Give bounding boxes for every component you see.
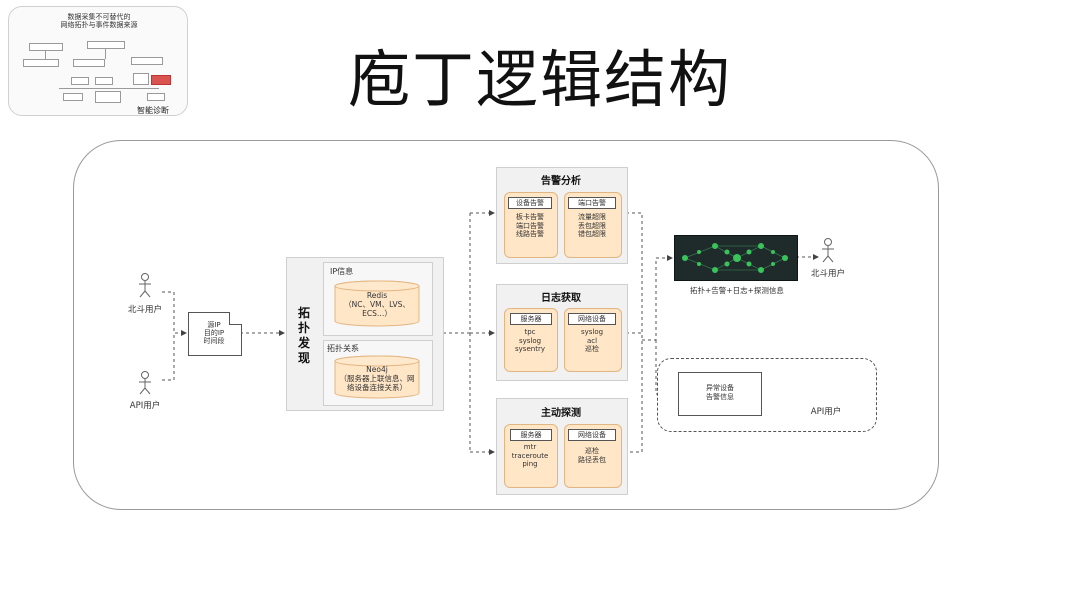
thumb-box bbox=[133, 73, 149, 85]
doc-fold bbox=[229, 312, 242, 325]
user-bottom-label: API用户 bbox=[129, 401, 161, 411]
thumb-box bbox=[95, 91, 121, 103]
anomaly-doc-text: 异常设备 告警信息 bbox=[706, 384, 734, 401]
slide-title: 庖丁逻辑结构 bbox=[347, 43, 732, 116]
probe-tag-server: 服务器 bbox=[510, 429, 552, 441]
log-text-server: tpc syslog sysentry bbox=[515, 328, 545, 353]
alarm-text-device: 板卡告警 端口告警 线路告警 bbox=[516, 213, 544, 238]
probe-tag-network: 网络设备 bbox=[568, 429, 616, 441]
topology-screenshot bbox=[674, 235, 798, 281]
thumb-line bbox=[105, 49, 106, 59]
thumb-box bbox=[95, 77, 113, 85]
ip-info-title: IP信息 bbox=[330, 267, 354, 276]
query-input-text: 源IP 目的IP 时间段 bbox=[203, 321, 225, 345]
thumb-box bbox=[63, 93, 83, 101]
alarm-tag-device: 设备告警 bbox=[508, 197, 552, 209]
thumb-line bbox=[45, 51, 46, 59]
from-alarm-line bbox=[626, 212, 643, 453]
thumb-box bbox=[131, 57, 163, 65]
user-top-label: 北斗用户 bbox=[127, 305, 162, 315]
topology-graph-image bbox=[682, 243, 788, 273]
thumb-box bbox=[147, 93, 165, 101]
redis-store-text: Redis （NC、VM、LVS、 ECS…） bbox=[344, 291, 410, 318]
merge-to-output-line bbox=[642, 255, 673, 341]
thumb-box bbox=[87, 41, 125, 49]
thumb-box bbox=[71, 77, 89, 85]
thumb-line bbox=[59, 88, 159, 89]
alarm-analysis-title: 告警分析 bbox=[541, 176, 581, 187]
thumbnail-header: 数据采集不可替代的 网络拓扑与事件数据来源 bbox=[60, 13, 138, 29]
log-tag-network: 网络设备 bbox=[568, 313, 616, 325]
probe-text-network: 巡检 路径丢包 bbox=[578, 447, 606, 464]
neo4j-cylinder bbox=[334, 355, 420, 399]
output-top-user-label: 北斗用户 bbox=[810, 269, 845, 279]
overview-thumbnail: 数据采集不可替代的 网络拓扑与事件数据来源 智能诊断 bbox=[8, 6, 188, 116]
thumb-box bbox=[73, 59, 105, 67]
alarm-tag-port: 端口告警 bbox=[568, 197, 616, 209]
redis-cylinder bbox=[334, 280, 420, 327]
person-icon bbox=[139, 273, 151, 298]
probe-text-server: mtr traceroute ping bbox=[511, 443, 549, 468]
person-icon bbox=[139, 371, 151, 395]
query-input-doc: 源IP 目的IP 时间段 bbox=[188, 312, 242, 356]
anomaly-doc: 异常设备 告警信息 bbox=[678, 372, 762, 416]
thumb-box bbox=[29, 43, 63, 51]
topo-relation-title: 拓扑关系 bbox=[327, 344, 359, 353]
thumb-red-box bbox=[151, 75, 171, 85]
thumbnail-caption: 智能诊断 bbox=[137, 106, 169, 115]
alarm-text-port: 流量超限 丢包超限 错包超限 bbox=[578, 213, 606, 238]
neo4j-store-text: Neo4j （服务器上联信息、网 络设备连接关系） bbox=[339, 365, 415, 392]
user-bottom-to-doc-line bbox=[162, 333, 175, 381]
topology-label: 拓扑发现 bbox=[297, 306, 310, 365]
output-top-caption: 拓扑+告警+日志+探测信息 bbox=[690, 286, 784, 295]
log-text-network: syslog acl 巡检 bbox=[580, 328, 604, 353]
person-icon bbox=[822, 238, 834, 263]
output-bottom-user-label: API用户 bbox=[810, 407, 842, 417]
thumb-box bbox=[23, 59, 59, 67]
user-top-to-doc-line bbox=[162, 291, 187, 336]
log-fetch-title: 日志获取 bbox=[541, 293, 581, 304]
active-probe-title: 主动探测 bbox=[541, 408, 581, 419]
log-tag-server: 服务器 bbox=[510, 313, 552, 325]
